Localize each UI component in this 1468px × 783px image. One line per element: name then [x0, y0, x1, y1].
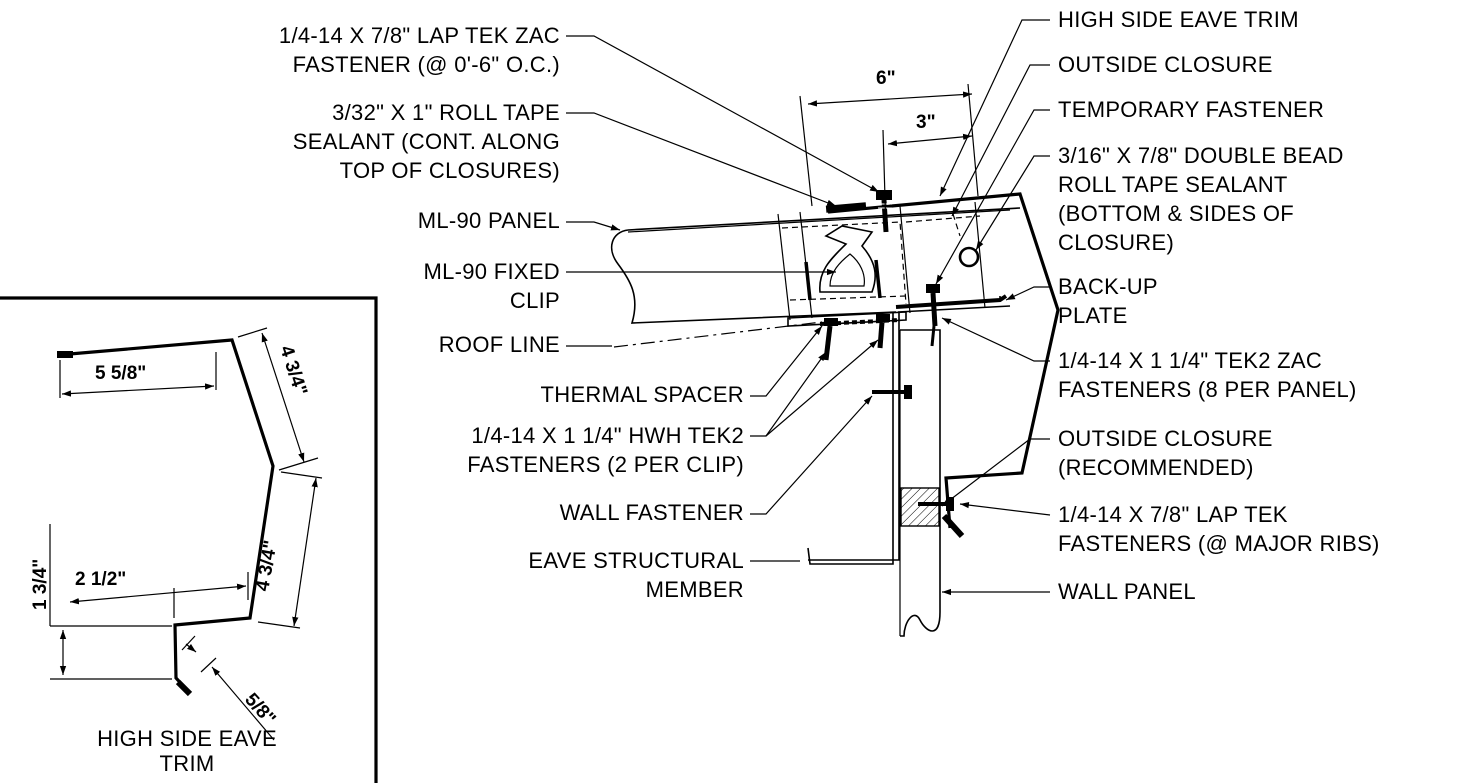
dim-lower-slope	[292, 477, 318, 627]
thermal-spacer-shape	[787, 311, 907, 327]
inset-title-line1: HIGH SIDE EAVE	[97, 726, 277, 751]
callout-outside-closure-rec-line2: (RECOMMENDED)	[1058, 455, 1254, 480]
dim-six	[807, 91, 973, 107]
callout-roof-line: ROOF LINE	[439, 332, 560, 357]
right-callouts: HIGH SIDE EAVE TRIM OUTSIDE CLOSURE TEMP…	[935, 7, 1380, 604]
callout-eave-member-line1: EAVE STRUCTURAL	[528, 548, 744, 573]
main-dimensions: 6" 3"	[799, 68, 979, 233]
callout-lap-tek-line2: FASTENER (@ 0'-6" O.C.)	[293, 52, 560, 77]
outside-closure-recommended-shape	[900, 487, 940, 527]
ml90-panel-shape	[610, 229, 897, 324]
callout-clip-line2: CLIP	[510, 288, 560, 313]
callout-tek2-zac-line1: 1/4-14 X 1 1/4" TEK2 ZAC	[1058, 348, 1322, 373]
left-callouts: 1/4-14 X 7/8" LAP TEK ZAC FASTENER (@ 0'…	[279, 23, 880, 602]
eave-trim-shape	[827, 192, 1060, 529]
inset-title-line2: TRIM	[160, 751, 215, 776]
callout-double-bead-line4: CLOSURE)	[1058, 230, 1174, 255]
wall-panel-shape	[900, 329, 941, 637]
callout-outside-closure: OUTSIDE CLOSURE	[1058, 52, 1273, 77]
wall-fastener	[872, 385, 912, 399]
callout-thermal-spacer: THERMAL SPACER	[541, 382, 744, 407]
callout-temporary-fastener: TEMPORARY FASTENER	[1058, 97, 1324, 122]
eave-structural-member	[807, 312, 900, 565]
callout-lap-tek-line1: 1/4-14 X 7/8" LAP TEK ZAC	[279, 23, 560, 48]
callout-wall-fastener: WALL FASTENER	[560, 500, 744, 525]
dim-lower-slope-text: 4 3/4"	[252, 539, 282, 593]
temporary-fastener	[926, 284, 940, 327]
callout-tek2-zac-line2: FASTENERS (8 PER PANEL)	[1058, 377, 1357, 402]
dim-top-leg-text: 5 5/8"	[95, 363, 146, 384]
callout-eave-member-line2: MEMBER	[646, 577, 744, 602]
inset-border	[0, 296, 378, 783]
dim-six-text: 6"	[876, 68, 896, 89]
dim-three	[887, 133, 973, 147]
dim-upper-slope	[261, 332, 305, 463]
callout-wall-panel: WALL PANEL	[1058, 579, 1196, 604]
callout-roll-tape-line2: SEALANT (CONT. ALONG	[293, 129, 560, 154]
callout-double-bead-line2: ROLL TAPE SEALANT	[1058, 172, 1288, 197]
hwh-tek2-fasteners	[823, 314, 890, 361]
callout-hwh-line2: FASTENERS (2 PER CLIP)	[467, 452, 744, 477]
callout-outside-closure-rec-line1: OUTSIDE CLOSURE	[1058, 426, 1273, 451]
dim-bottom-leg	[69, 583, 247, 605]
callout-lap-tek-major-line1: 1/4-14 X 7/8" LAP TEK	[1058, 502, 1288, 527]
dim-hem	[211, 666, 275, 741]
dim-bottom-leg-text: 2 1/2"	[75, 569, 126, 590]
inset-hem-mark	[175, 679, 193, 697]
ml90-fixed-clip-shape	[819, 225, 876, 293]
callout-double-bead-line1: 3/16" X 7/8" DOUBLE BEAD	[1058, 143, 1344, 168]
callout-hwh-line1: 1/4-14 X 1 1/4" HWH TEK2	[471, 423, 744, 448]
double-bead-sealant-shape	[958, 246, 980, 268]
dim-three-text: 3"	[916, 112, 936, 133]
callout-backup-plate-line2: PLATE	[1058, 303, 1128, 328]
inset-trim-profile	[57, 338, 275, 692]
callout-ml90-panel: ML-90 PANEL	[418, 208, 560, 233]
callout-lap-tek-major-line2: FASTENERS (@ MAJOR RIBS)	[1058, 531, 1380, 556]
main-eave-detail	[610, 190, 1060, 637]
callout-backup-plate-line1: BACK-UP	[1058, 274, 1158, 299]
callout-roll-tape-line3: TOP OF CLOSURES)	[340, 158, 560, 183]
dim-drop-text: 1 3/4"	[30, 559, 51, 610]
dim-hem-text: 5/8"	[240, 689, 279, 729]
dim-top-leg	[61, 383, 215, 397]
inset-sealant-mark	[57, 351, 73, 358]
inset-trim-detail: 5 5/8" 4 3/4" 4 3/4" 2 1/2" 1 3/4" 5/8" …	[0, 296, 378, 783]
callout-clip-line1: ML-90 FIXED	[423, 259, 560, 284]
callout-roll-tape-line1: 3/32" X 1" ROLL TAPE	[332, 100, 560, 125]
top-lap-fastener	[876, 190, 892, 233]
callout-double-bead-line3: (BOTTOM & SIDES OF	[1058, 201, 1294, 226]
callout-high-side-eave-trim: HIGH SIDE EAVE TRIM	[1058, 7, 1299, 32]
